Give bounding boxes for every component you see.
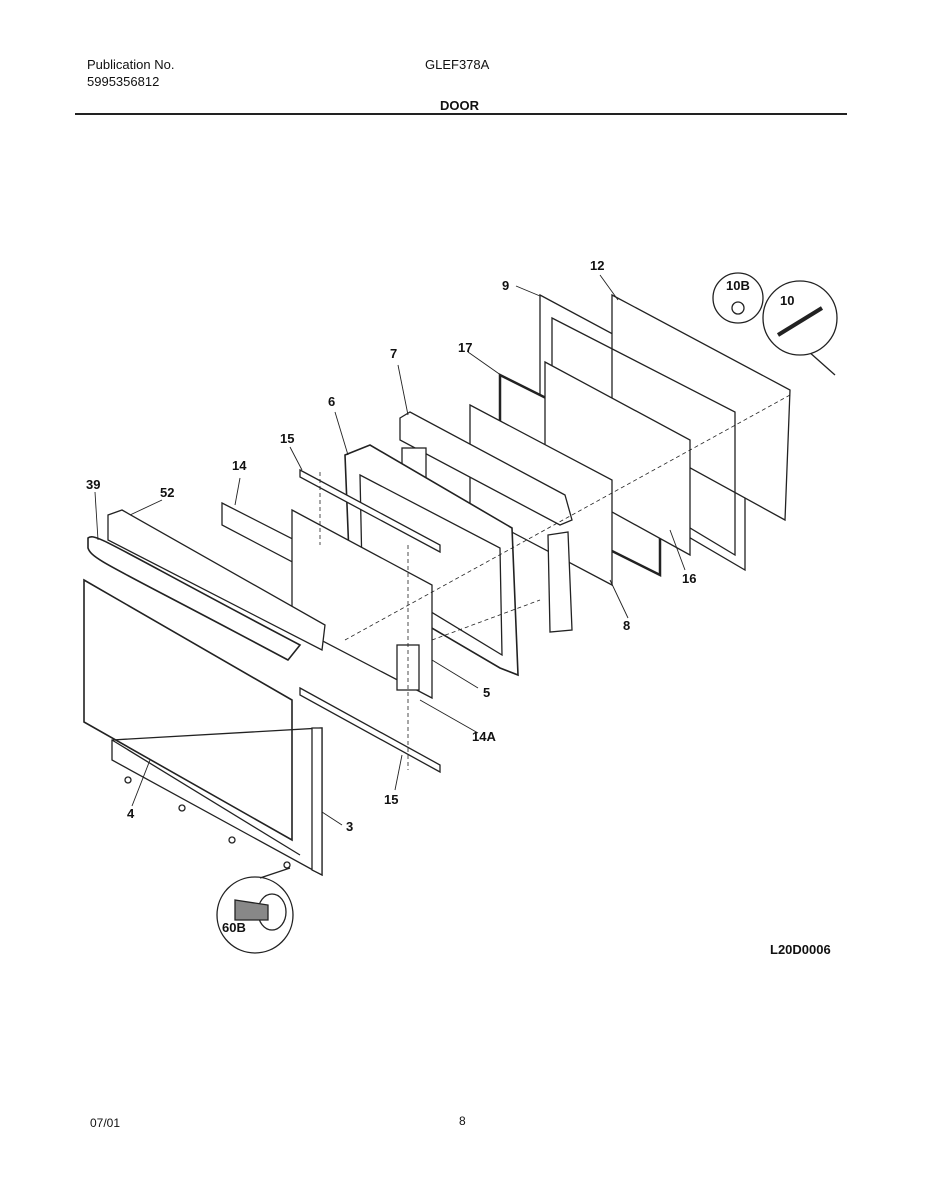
part-door-liner (611, 293, 791, 522)
detail-circle-10 (762, 280, 838, 356)
part-outer-panel (83, 578, 293, 842)
callout-9: 9 (502, 278, 509, 293)
callout-7: 7 (390, 346, 397, 361)
model-number: GLEF378A (425, 57, 490, 72)
part-15-channel (299, 468, 441, 554)
callout-15-top: 15 (280, 431, 294, 446)
part-15-lower (299, 686, 441, 774)
callout-17: 17 (458, 340, 472, 355)
callout-16: 16 (682, 571, 696, 586)
part-39-handle (87, 535, 302, 662)
callout-12: 12 (590, 258, 604, 273)
callout-10b: 10B (726, 278, 750, 293)
part-spacer (547, 531, 573, 633)
callout-5: 5 (483, 685, 490, 700)
section-title: DOOR (440, 98, 479, 113)
callout-6: 6 (328, 394, 335, 409)
header-rule (75, 113, 847, 115)
callout-14a: 14A (472, 729, 496, 744)
drawing-code: L20D0006 (770, 942, 831, 957)
part-7 (399, 411, 573, 526)
callout-15-bottom: 15 (384, 792, 398, 807)
screw-icon (124, 776, 291, 869)
page-number: 8 (459, 1114, 466, 1128)
callout-8: 8 (623, 618, 630, 633)
callout-4: 4 (127, 806, 135, 821)
callout-52: 52 (160, 485, 174, 500)
callout-10: 10 (780, 293, 794, 308)
part-52 (107, 509, 326, 652)
callout-3: 3 (346, 819, 353, 834)
publication-number: 5995356812 (87, 74, 160, 89)
publication-block: Publication No. 5995356812 (87, 56, 174, 90)
publication-label: Publication No. (87, 57, 175, 72)
callout-60b: 60B (222, 920, 246, 935)
callout-39: 39 (86, 477, 100, 492)
detail-circle-10b (712, 272, 764, 324)
footer-date: 07/01 (90, 1116, 121, 1130)
callout-14: 14 (232, 458, 247, 473)
